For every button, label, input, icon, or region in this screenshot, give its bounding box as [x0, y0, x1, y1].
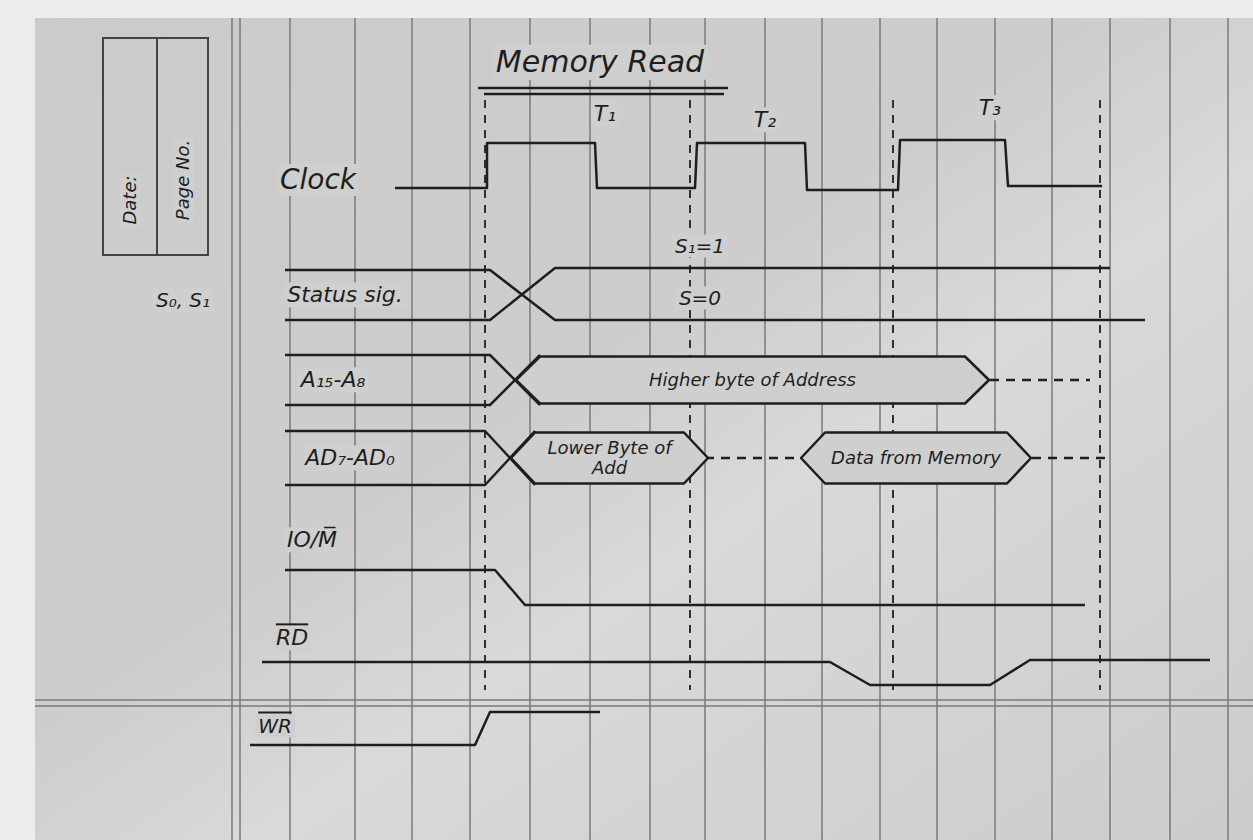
- signal-name: Status sig.: [284, 282, 406, 307]
- t-state: T₂: [751, 107, 779, 132]
- t-state-dividers: [485, 100, 1100, 690]
- date-box: [103, 38, 208, 255]
- clock-wave: [395, 140, 1102, 190]
- signal-name: AD₇-AD₀: [302, 445, 398, 470]
- address-bus: [285, 355, 540, 405]
- address-bus: [285, 355, 540, 405]
- title-underline: [478, 87, 728, 90]
- io-m-wave: [285, 570, 1085, 605]
- waveforms: [250, 88, 1210, 745]
- status-value: S=0: [676, 287, 724, 310]
- t-state: T₁: [591, 101, 619, 126]
- status-wave: [285, 270, 1145, 320]
- signal-name: A₁₅-A₈: [298, 367, 369, 392]
- hexagon-outline: [801, 433, 1031, 484]
- bus-value: Lower Byte of Add: [539, 438, 680, 478]
- status-value: S₁=1: [672, 235, 728, 258]
- hexagon-outline: [516, 357, 989, 404]
- data-bus: [705, 457, 800, 460]
- signal-name: Clock: [277, 164, 359, 196]
- wr-wave: [250, 712, 600, 745]
- title-underline: [484, 93, 724, 96]
- address-bus: [990, 379, 1090, 382]
- signal-name: S₀, S₁: [153, 289, 213, 312]
- photo-edge: [0, 0, 35, 840]
- data-bus: [285, 431, 535, 485]
- signal-name: WR: [255, 715, 295, 738]
- signal-name: IO/M̅: [284, 527, 340, 552]
- rd-wave: [262, 660, 1210, 685]
- data-bus: [1032, 457, 1105, 460]
- data-bus: [285, 431, 535, 485]
- bus-value: Higher byte of Address: [649, 370, 856, 390]
- diagram-title: Memory Read: [493, 45, 707, 80]
- hexagon-outline: [511, 433, 708, 484]
- bus-value-hexagon: Lower Byte of Add: [510, 431, 709, 485]
- ruled-lines: [35, 18, 1253, 840]
- t-state: T₃: [976, 95, 1004, 120]
- bus-value-hexagon: Higher byte of Address: [515, 355, 990, 405]
- photo-edge: [0, 0, 1253, 18]
- signal-name: RD: [273, 625, 311, 650]
- bus-value: Data from Memory: [831, 448, 1001, 468]
- form-field: Date:: [120, 172, 141, 227]
- status-wave: [285, 268, 1110, 320]
- bus-value-hexagon: Data from Memory: [800, 431, 1032, 485]
- form-field: Page No.: [173, 137, 194, 223]
